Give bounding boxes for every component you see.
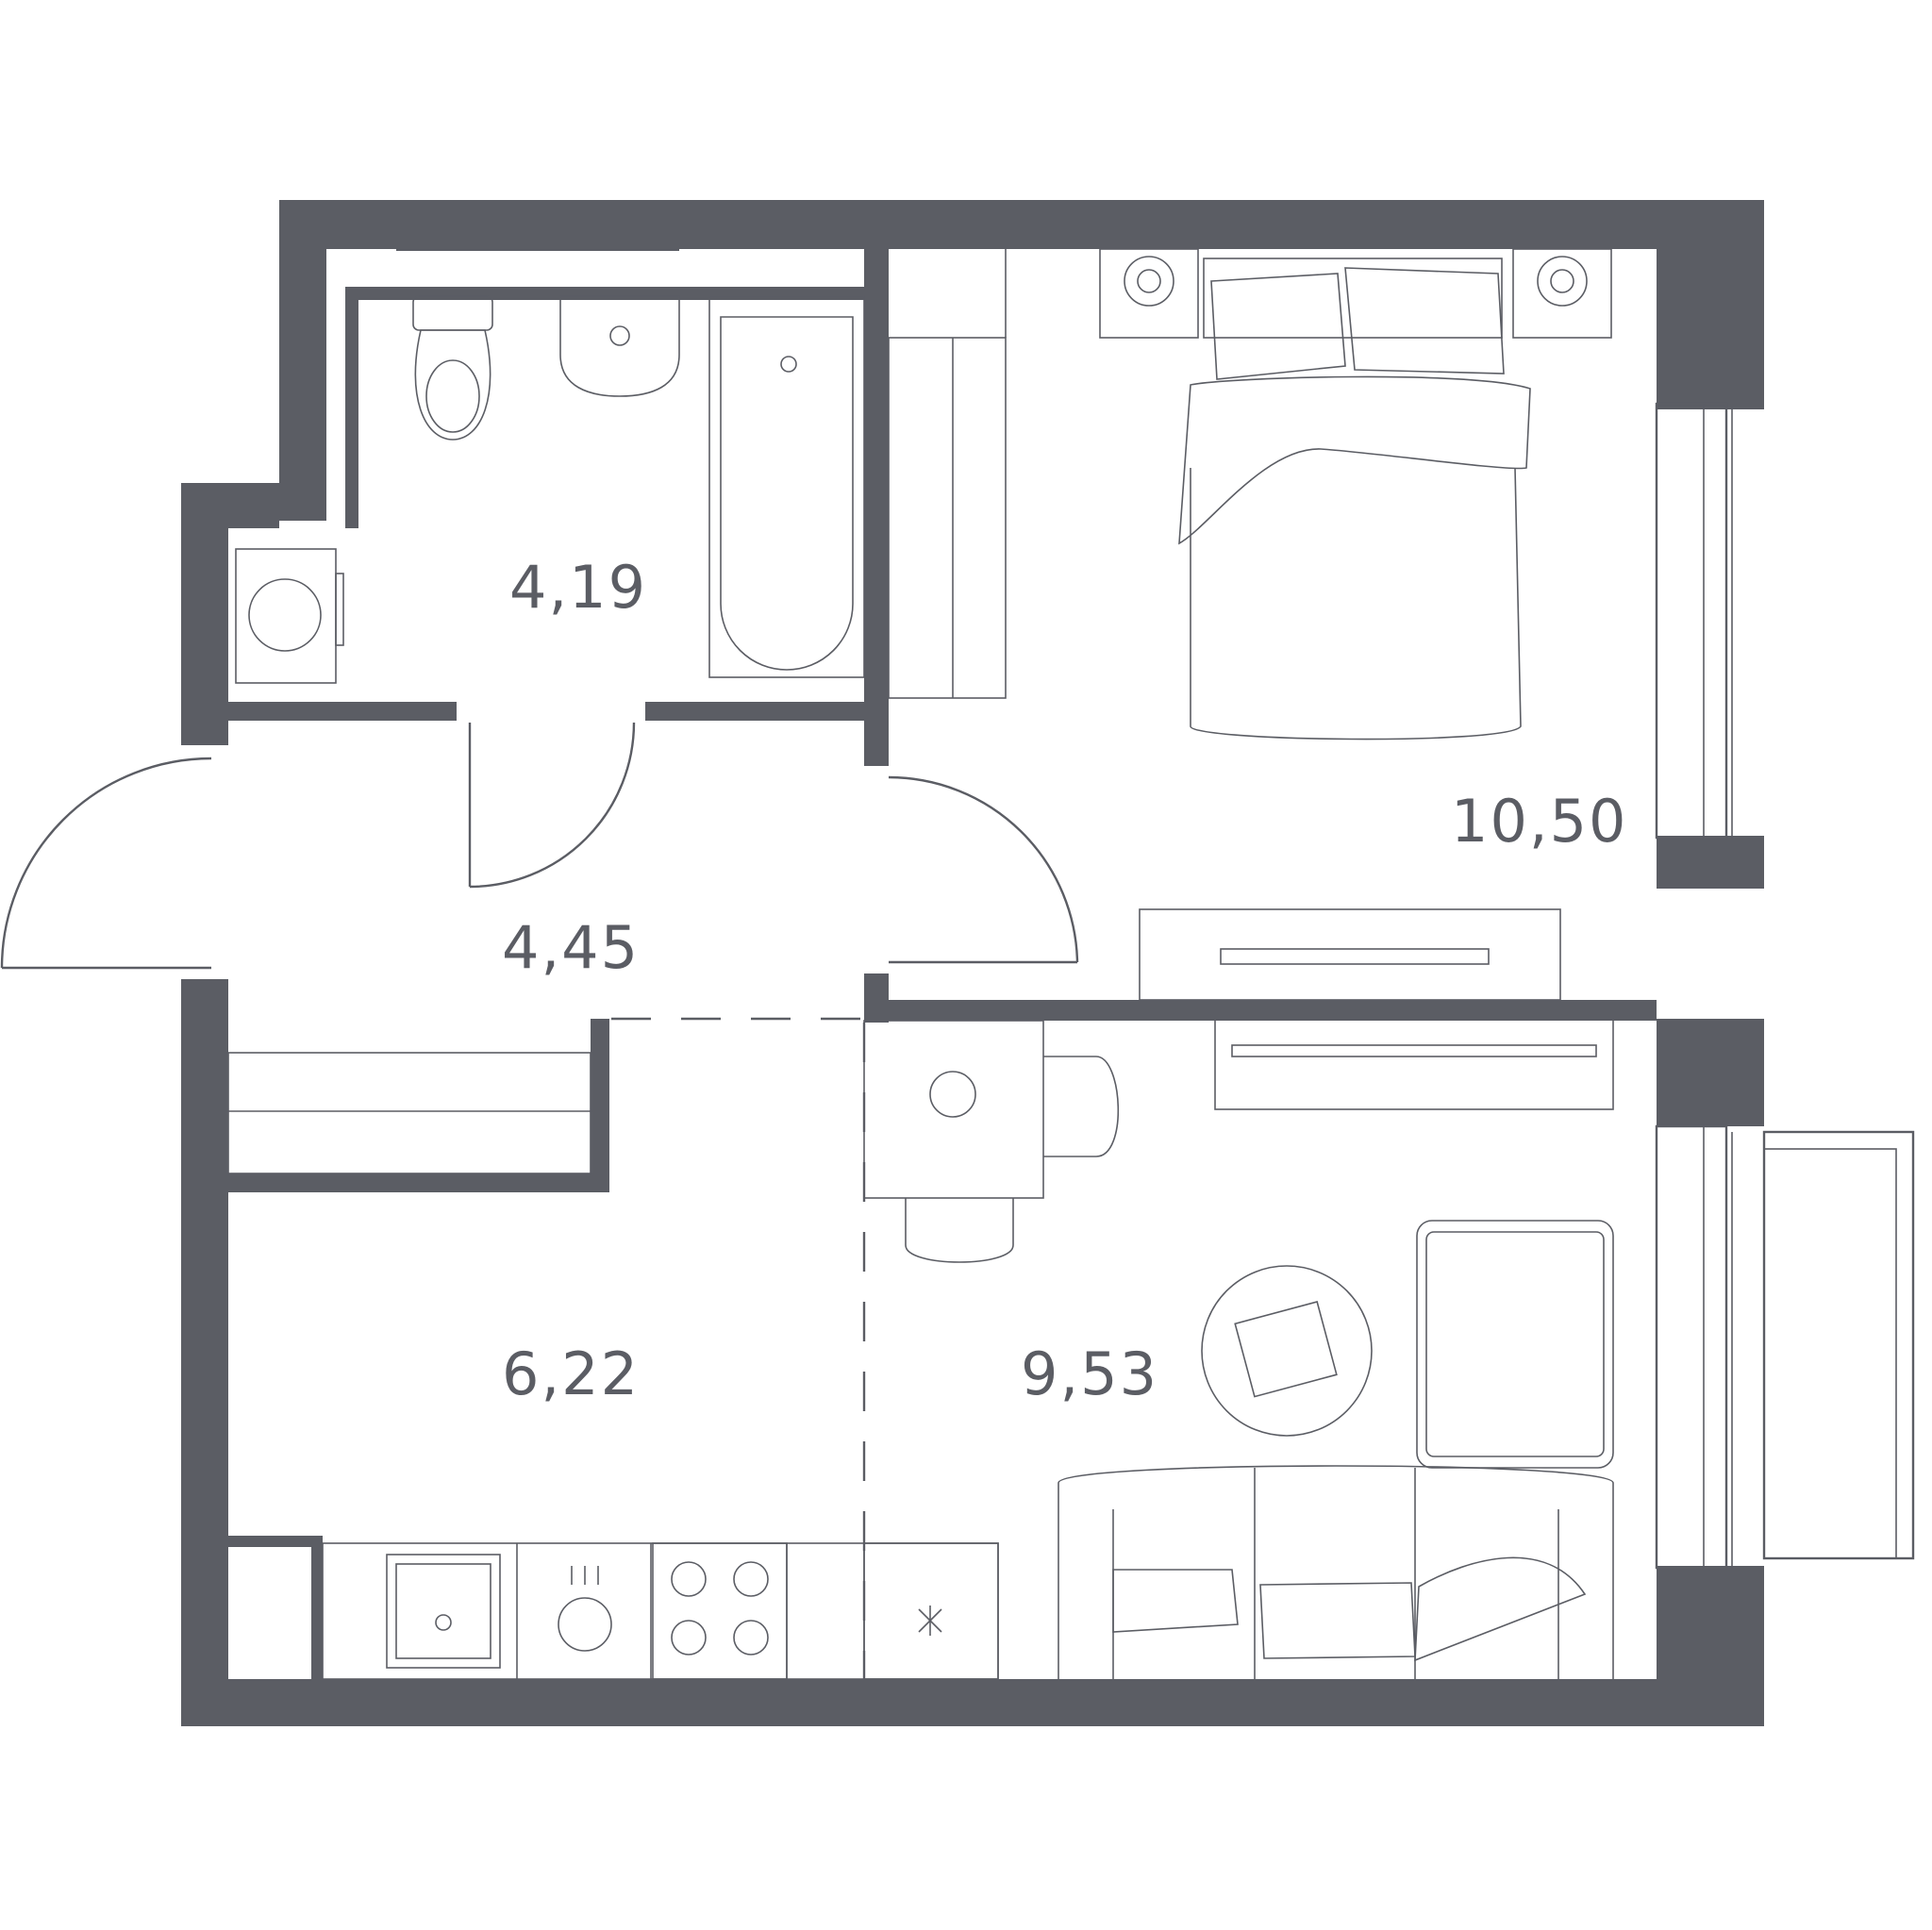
windows (1655, 402, 1915, 1570)
room-area-bathroom: 4,19 (509, 553, 647, 622)
bed-icon (1178, 258, 1531, 740)
doors (0, 722, 1079, 970)
nightstand-lamp-icon (1099, 248, 1612, 339)
kitchen-sink-icon (386, 1554, 501, 1669)
armchair-icon (1416, 1220, 1614, 1469)
walls (181, 200, 1764, 1726)
tv-icon (1139, 908, 1614, 1110)
zone-separators (611, 1017, 866, 1679)
sofa-icon (1058, 1465, 1614, 1679)
washing-machine-icon (235, 548, 344, 684)
room-area-living: 9,53 (1021, 1339, 1158, 1408)
toilet-icon (412, 295, 493, 441)
dishwasher-icon (558, 1566, 612, 1652)
room-area-kitchen: 6,22 (502, 1339, 640, 1408)
bathtub-icon (708, 295, 865, 678)
room-area-bedroom: 10,50 (1451, 787, 1628, 856)
chair-icon (905, 1056, 1120, 1263)
storage-shelves (227, 1052, 591, 1174)
fridge-icon (863, 1542, 999, 1680)
wardrobe-icon (888, 249, 1007, 699)
room-area-hallway: 4,45 (502, 913, 640, 982)
sink-icon (559, 295, 680, 397)
coffee-table-icon (1201, 1265, 1373, 1437)
dining-table-icon (863, 1020, 1044, 1199)
stove-icon (652, 1542, 788, 1680)
